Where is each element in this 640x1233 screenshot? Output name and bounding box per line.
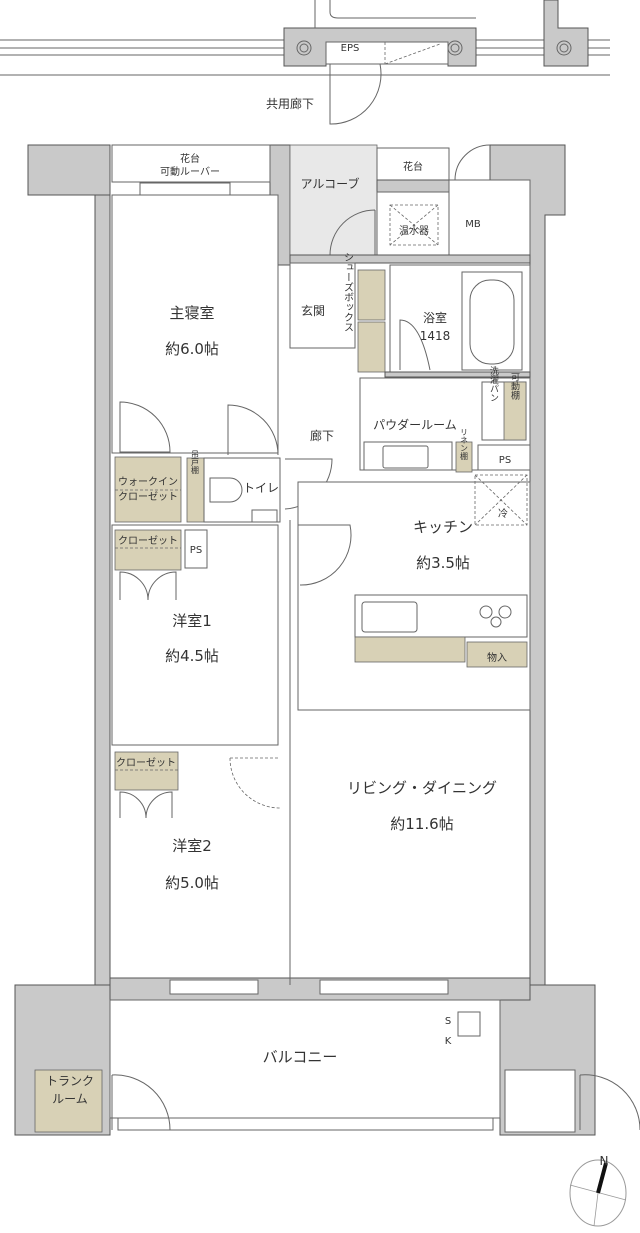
shoe-box-lower <box>357 321 386 373</box>
mb-label: MB <box>465 219 481 230</box>
storage-label: 物入 <box>487 651 507 664</box>
trunk-room-door[interactable] <box>111 1074 171 1131</box>
trunk-room-label-1: トランク <box>46 1074 94 1088</box>
living-dining-name: リビング・ダイニング <box>347 779 497 797</box>
closet-1-doors[interactable] <box>119 571 177 601</box>
shoe-box-upper <box>357 269 386 321</box>
window-western-room-2[interactable] <box>169 979 259 995</box>
balcony <box>109 999 501 1119</box>
bathtub-icon <box>469 279 515 365</box>
pipe-space-2 <box>184 529 208 569</box>
balcony-railing <box>117 1117 494 1131</box>
entrance <box>289 262 356 349</box>
alcove-label: アルコーブ <box>301 176 360 191</box>
stove-icon <box>479 605 512 628</box>
front-door[interactable] <box>329 209 376 256</box>
bathroom-size: 1418 <box>420 329 451 343</box>
movable-louver-label: 可動ルーバー <box>160 165 220 178</box>
trunk-room <box>34 1069 103 1133</box>
entrance-label: 玄関 <box>301 303 325 318</box>
western-room-2-name: 洋室2 <box>172 837 212 855</box>
vanity <box>363 441 453 471</box>
sk-label-s: S <box>445 1016 451 1027</box>
eps-label: EPS <box>341 43 360 54</box>
living-dining-size: 約11.6帖 <box>390 815 453 833</box>
flower-bed-left <box>111 144 271 183</box>
washer-pan-label: 洗濯パン <box>488 365 499 402</box>
bathroom-name: 浴室 <box>423 310 447 325</box>
kitchen-name: キッチン <box>413 518 473 536</box>
closet-door[interactable] <box>119 401 171 453</box>
kitchen-sink-icon <box>361 601 418 633</box>
balcony-label: バルコニー <box>263 1048 338 1066</box>
bathroom-door[interactable] <box>399 319 431 371</box>
hallway-label: 廊下 <box>310 428 334 443</box>
movable-shelf-label: 可動棚 <box>509 372 520 400</box>
closet-1 <box>114 529 182 571</box>
closet-2 <box>114 751 179 791</box>
meter-box <box>448 179 531 256</box>
closet-1-label: クローゼット <box>118 535 178 547</box>
walk-in-closet-label-1: ウォークイン <box>118 476 178 488</box>
fridge-label: 冷 <box>498 507 508 520</box>
water-heater-icon <box>389 204 439 246</box>
western-room-1-name: 洋室1 <box>172 612 212 630</box>
western-room-2-size: 約5.0帖 <box>165 874 219 892</box>
western-room-2-door[interactable] <box>229 757 281 809</box>
master-bedroom-name: 主寝室 <box>169 304 214 322</box>
north-arrow-icon <box>569 1159 627 1227</box>
flower-bed-right-label: 花台 <box>403 160 423 173</box>
kitchen-size: 約3.5帖 <box>416 554 470 572</box>
neighbor-storage <box>504 1069 576 1133</box>
shoe-box-label: シューズボックス <box>342 252 354 332</box>
ps-1-label: PS <box>499 455 511 466</box>
sk-unit <box>457 1011 481 1037</box>
storage <box>466 641 528 668</box>
walk-in-closet-label-2: クローゼット <box>118 491 178 503</box>
common-corridor-area <box>0 0 610 125</box>
ps-2-label: PS <box>190 545 202 556</box>
refrigerator-space <box>474 474 528 526</box>
master-bedroom-door[interactable] <box>227 404 279 456</box>
linen-shelf-label: リネン棚 <box>460 428 469 461</box>
walk-in-closet <box>114 456 182 523</box>
toilet-label: トイレ <box>243 481 279 495</box>
hanging-cabinet-label: 吊戸棚 <box>191 450 200 475</box>
sink-icon <box>382 445 429 469</box>
toilet-icon <box>209 477 243 503</box>
western-room-1-size: 約4.5帖 <box>165 647 219 665</box>
north-label: N <box>600 1154 609 1168</box>
closet-2-label: クローゼット <box>116 757 176 769</box>
room-kitchen <box>297 481 531 711</box>
kitchen-cabinet <box>354 636 466 663</box>
linen-shelf <box>455 441 473 473</box>
window-living-dining[interactable] <box>319 979 449 995</box>
closet-2-doors[interactable] <box>119 791 173 819</box>
movable-shelf <box>503 381 527 441</box>
flower-bed-left-label: 花台 <box>180 152 200 165</box>
trunk-room-label-2: ルーム <box>52 1092 88 1106</box>
master-bedroom-size: 約6.0帖 <box>165 340 219 358</box>
sk-label-k: K <box>445 1036 452 1047</box>
kitchen-door[interactable] <box>298 524 352 586</box>
powder-room-label: パウダールーム <box>373 417 457 432</box>
room-master-bedroom <box>111 194 279 454</box>
water-heater-label: 温水器 <box>399 225 429 237</box>
room-bathroom <box>389 264 531 378</box>
window-master-bedroom[interactable] <box>139 182 231 196</box>
common-corridor-label: 共用廊下 <box>266 96 314 111</box>
pipe-space-1 <box>477 444 531 471</box>
